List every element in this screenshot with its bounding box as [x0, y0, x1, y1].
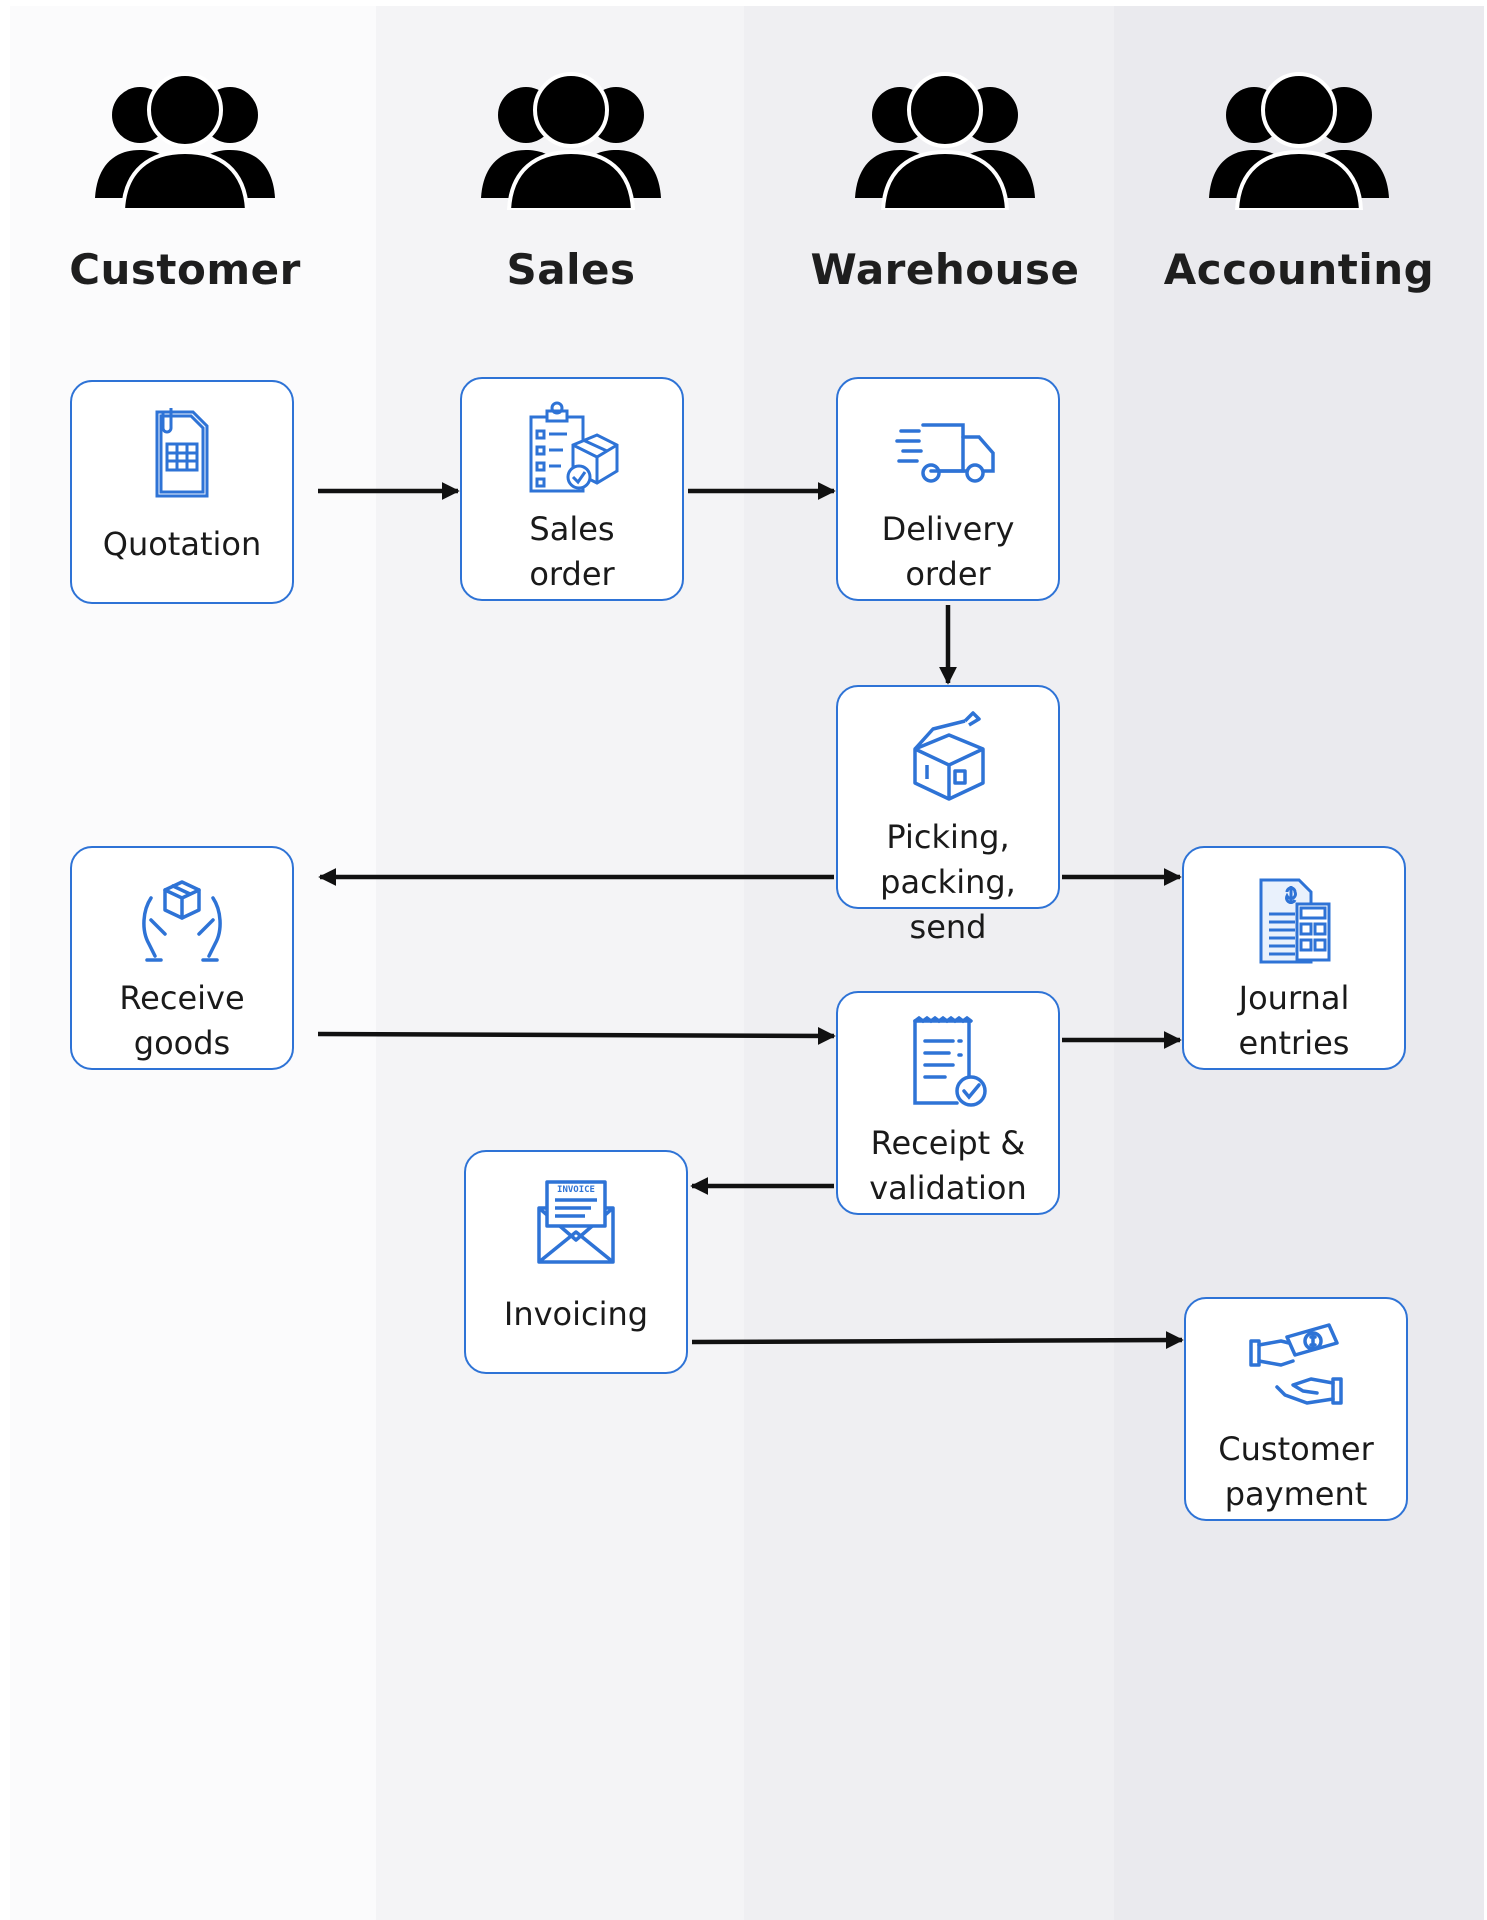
node-label: Picking,packing, send [880, 818, 1016, 946]
lane-header-accounting: Accounting [1114, 60, 1484, 320]
hands-holding-box-icon [142, 880, 222, 962]
clipboard-box-icon [529, 401, 619, 493]
delivery-truck-icon [895, 423, 995, 483]
node-label: Quotation [102, 525, 262, 563]
hand-payment-icon [1249, 1323, 1343, 1405]
ledger-calculator-icon [1259, 878, 1331, 964]
lane-title-sales: Sales [506, 245, 636, 294]
receipt-check-icon [913, 1015, 987, 1107]
people-group-icon [93, 72, 277, 210]
lane-header-sales: Sales [386, 60, 756, 320]
svg-text:INVOICE: INVOICE [557, 1185, 595, 1195]
people-group-icon [479, 72, 663, 210]
node-picking-packing-send[interactable]: Picking,packing, send [836, 685, 1060, 946]
people-group-icon [1207, 72, 1391, 210]
node-label: Invoicing [503, 1295, 649, 1333]
node-label: Receipt &validation [869, 1124, 1027, 1207]
lane-header-customer: Customer [0, 60, 370, 320]
lane-title-customer: Customer [69, 245, 301, 294]
lane-header-warehouse: Warehouse [760, 60, 1130, 320]
lane-warehouse [744, 6, 1114, 1920]
quotation-document-icon [155, 408, 209, 498]
open-box-icon [913, 711, 985, 801]
people-group-icon [853, 72, 1037, 210]
invoice-envelope-icon: INVOICE [537, 1180, 615, 1264]
lane-sales [376, 6, 744, 1920]
node-quotation[interactable]: Quotation [70, 380, 294, 604]
lane-title-warehouse: Warehouse [810, 245, 1080, 294]
node-receipt-validation[interactable]: Receipt &validation [836, 991, 1060, 1215]
lane-title-accounting: Accounting [1163, 245, 1435, 294]
node-invoicing[interactable]: INVOICE Invoicing [464, 1150, 688, 1374]
